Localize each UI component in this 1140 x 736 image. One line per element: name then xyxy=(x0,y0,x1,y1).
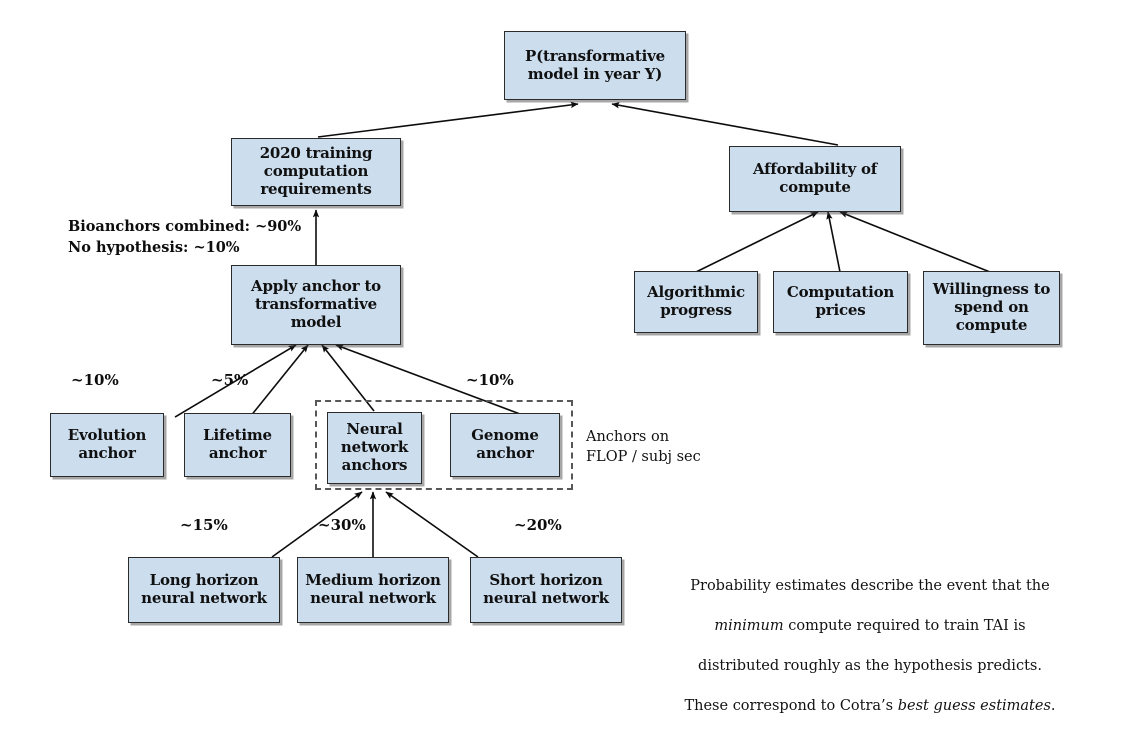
edge-label-evolution-pct: ~10% xyxy=(71,371,119,389)
annotation-dashed-group-label: Anchors on FLOP / subj sec xyxy=(586,429,701,465)
edge-algo-to-afford xyxy=(695,211,819,273)
node-root-label: P(transformative model in year Y) xyxy=(525,46,665,83)
caption-line-4-italic: best guess estimates xyxy=(897,698,1051,714)
node-genome-anchor[interactable]: Genome anchor xyxy=(450,413,560,477)
node-willingness-to-spend-label: Willingness to spend on compute xyxy=(932,280,1051,334)
caption-line-4: These correspond to Cotra’s best guess e… xyxy=(638,696,1102,716)
caption-line-4-pre: These correspond to Cotra’s xyxy=(684,698,898,714)
node-apply-anchor[interactable]: Apply anchor to transformative model xyxy=(231,265,401,345)
node-medium-horizon-label: Medium horizon neural network xyxy=(305,571,441,607)
node-neural-network-anchors[interactable]: Neural network anchors xyxy=(327,412,422,484)
caption-block: Probability estimates describe the event… xyxy=(638,556,1102,736)
caption-line-2-rest: compute required to train TAI is xyxy=(783,618,1026,634)
edge-afford-to-root xyxy=(611,102,839,146)
dashed-group-flop-anchors xyxy=(315,400,573,490)
edge-genome-to-apply xyxy=(335,344,529,418)
caption-line-2: minimum compute required to train TAI is xyxy=(638,616,1102,636)
edge-label-genome-pct: ~10% xyxy=(466,371,514,389)
node-algorithmic-progress-label: Algorithmic progress xyxy=(647,283,745,319)
edge-lifetime-to-apply xyxy=(249,344,309,418)
edge-evolution-to-apply xyxy=(174,344,297,418)
edge-layer xyxy=(174,101,991,558)
caption-line-3: distributed roughly as the hypothesis pr… xyxy=(698,658,1042,674)
diagram-canvas: P(transformative model in year Y) 2020 t… xyxy=(50,31,1060,714)
node-root[interactable]: P(transformative model in year Y) xyxy=(504,31,686,100)
node-short-horizon-label: Short horizon neural network xyxy=(483,571,609,607)
node-short-horizon[interactable]: Short horizon neural network xyxy=(470,557,622,623)
node-neural-network-anchors-label: Neural network anchors xyxy=(340,420,409,474)
node-algorithmic-progress[interactable]: Algorithmic progress xyxy=(634,271,758,333)
caption-line-2-italic: minimum xyxy=(714,618,784,634)
node-affordability-of-compute[interactable]: Affordability of compute xyxy=(729,146,901,212)
edge-label-shorth-pct: ~20% xyxy=(514,516,562,534)
node-training-requirements[interactable]: 2020 training computation requirements xyxy=(231,138,401,206)
node-evolution-anchor[interactable]: Evolution anchor xyxy=(50,413,164,477)
node-medium-horizon[interactable]: Medium horizon neural network xyxy=(297,557,449,623)
node-computation-prices[interactable]: Computation prices xyxy=(773,271,908,333)
edge-training-to-root xyxy=(317,101,579,138)
edge-willing-to-afford xyxy=(839,211,991,273)
edge-label-longh-pct: ~15% xyxy=(180,516,228,534)
edge-longh-to-nn xyxy=(271,491,363,558)
edge-label-lifetime-pct: ~5% xyxy=(211,371,249,389)
node-training-requirements-label: 2020 training computation requirements xyxy=(259,144,373,198)
edge-prices-to-afford xyxy=(826,211,841,273)
node-willingness-to-spend[interactable]: Willingness to spend on compute xyxy=(923,271,1060,345)
node-long-horizon-label: Long horizon neural network xyxy=(141,571,267,607)
caption-line-4-post: . xyxy=(1050,698,1056,714)
node-apply-anchor-label: Apply anchor to transformative model xyxy=(251,277,381,331)
caption-line-1: Probability estimates describe the event… xyxy=(690,578,1050,594)
node-lifetime-anchor[interactable]: Lifetime anchor xyxy=(184,413,291,477)
node-evolution-anchor-label: Evolution anchor xyxy=(67,426,147,462)
node-long-horizon[interactable]: Long horizon neural network xyxy=(128,557,280,623)
edge-label-medh-pct: ~30% xyxy=(318,516,366,534)
node-genome-anchor-label: Genome anchor xyxy=(471,426,539,462)
edge-shorth-to-nn xyxy=(385,491,479,558)
node-affordability-of-compute-label: Affordability of compute xyxy=(752,160,878,196)
node-computation-prices-label: Computation prices xyxy=(786,283,895,319)
annotation-bioanchors-combined: Bioanchors combined: ~90% No hypothesis:… xyxy=(68,218,302,256)
node-lifetime-anchor-label: Lifetime anchor xyxy=(203,426,272,462)
